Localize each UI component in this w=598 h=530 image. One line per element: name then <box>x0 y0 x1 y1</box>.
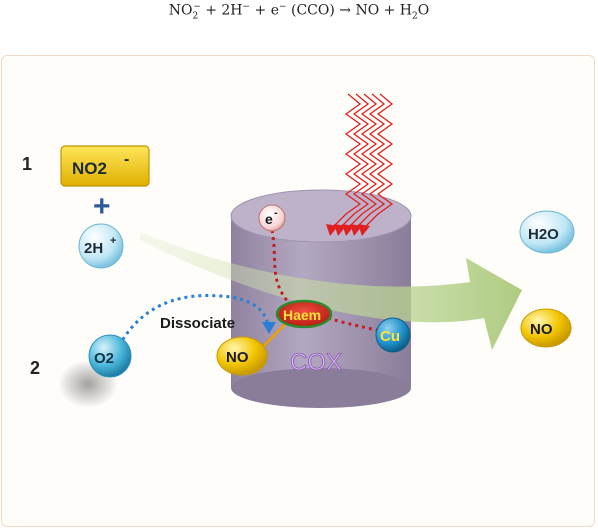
no-bound-label: NO <box>226 349 249 366</box>
electron-charge: - <box>274 207 278 219</box>
no-product-label: NO <box>530 321 553 338</box>
reaction-equation: NO2− + 2H− + e− (CCO) → NO + H2O <box>0 2 598 21</box>
water-ball: H2O <box>519 210 575 254</box>
nitrite-charge: - <box>124 151 129 168</box>
no-bound-ball: NO <box>216 336 268 376</box>
eq-water-o: O <box>417 2 430 19</box>
oxygen-label: O2 <box>94 350 114 367</box>
dissociate-label: Dissociate <box>160 315 235 332</box>
reaction-arrow <box>140 232 522 350</box>
cox-label: COX <box>290 349 342 376</box>
cu-ball: Cu <box>375 317 411 353</box>
nitrite-label: NO2 <box>72 159 107 178</box>
electron-path <box>270 229 387 334</box>
dissociate-path <box>114 293 270 353</box>
eq-water-sub: 2 <box>412 11 418 22</box>
proton-charge: + <box>110 235 116 247</box>
water-label: H2O <box>528 226 559 243</box>
dissociate-arrowhead <box>262 322 276 334</box>
eq-electron-sup: − <box>278 2 287 12</box>
proton-ball: 2H + <box>78 223 124 269</box>
eq-nitrite: NO <box>168 2 193 19</box>
electron-ball: e - <box>258 204 286 232</box>
electron-label: e <box>265 211 273 227</box>
proton-label: 2H <box>84 240 103 257</box>
no-product-ball: NO <box>520 308 572 348</box>
step-2-number: 2 <box>30 358 40 378</box>
eq-proton: + 2H <box>200 2 243 19</box>
cu-label: Cu <box>380 328 400 345</box>
haem-site: Haem <box>275 299 333 329</box>
eq-proton-sup: − <box>242 2 251 12</box>
haem-label: Haem <box>283 307 321 323</box>
eq-nitrite-sup: − <box>193 2 201 12</box>
step-1-number: 1 <box>22 154 32 174</box>
plus-sign: + <box>93 190 111 223</box>
nitrite-box: NO2 - <box>60 145 150 187</box>
light-icon <box>331 93 394 229</box>
eq-products: (CCO) → NO + H <box>286 2 413 19</box>
light-arrowheads <box>326 224 370 236</box>
eq-electron: + e <box>250 2 279 19</box>
oxygen-ball: O2 <box>88 334 132 378</box>
eq-nitrite-sub: 2 <box>192 11 199 22</box>
